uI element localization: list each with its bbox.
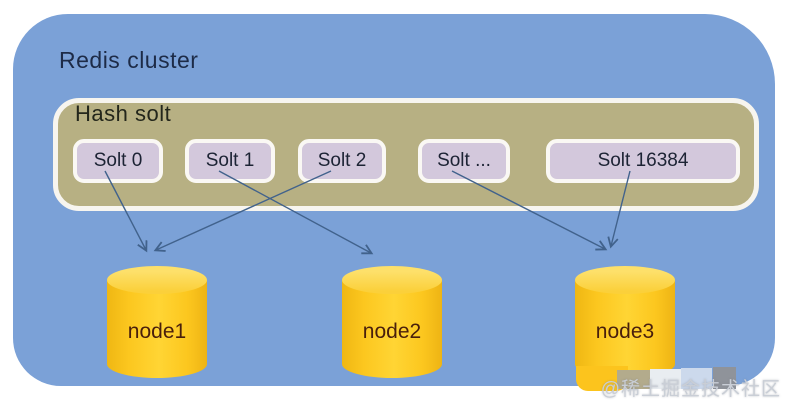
cylinder-top — [107, 266, 207, 294]
watermark-censor-block — [617, 370, 650, 389]
redis-cluster-container: Redis cluster Hash solt Solt 0 Solt 1 So… — [13, 14, 775, 391]
watermark-censor-block — [650, 369, 681, 389]
slot-16384-label: Solt 16384 — [597, 150, 689, 171]
node1-label: node1 — [127, 320, 187, 343]
node2-cylinder: node2 — [342, 266, 442, 378]
node3-cylinder: node3 — [575, 266, 675, 378]
slot-0: Solt 0 — [73, 139, 163, 183]
watermark-censor-block — [681, 368, 712, 389]
slot-ellipsis-label: Solt ... — [437, 150, 491, 171]
slot-2: Solt 2 — [298, 139, 386, 183]
cylinder-body — [107, 280, 207, 378]
watermark-text: @稀土掘金技术社区 — [600, 379, 781, 400]
node3-label: node3 — [595, 320, 655, 343]
slot-1: Solt 1 — [185, 139, 275, 183]
cylinder-top — [342, 266, 442, 294]
cylinder-top — [575, 266, 675, 294]
slot-ellipsis: Solt ... — [418, 139, 510, 183]
hash-slot-title: Hash solt — [75, 101, 172, 126]
slot-1-label: Solt 1 — [205, 150, 255, 171]
slot-2-label: Solt 2 — [317, 150, 367, 171]
cluster-title: Redis cluster — [59, 47, 199, 73]
node2-label: node2 — [362, 320, 422, 343]
slot-16384: Solt 16384 — [546, 139, 740, 183]
slot-0-label: Solt 0 — [93, 150, 143, 171]
cylinder-body — [575, 280, 675, 378]
watermark-censor-block — [713, 367, 736, 389]
cylinder-body — [342, 280, 442, 378]
node1-cylinder: node1 — [107, 266, 207, 378]
